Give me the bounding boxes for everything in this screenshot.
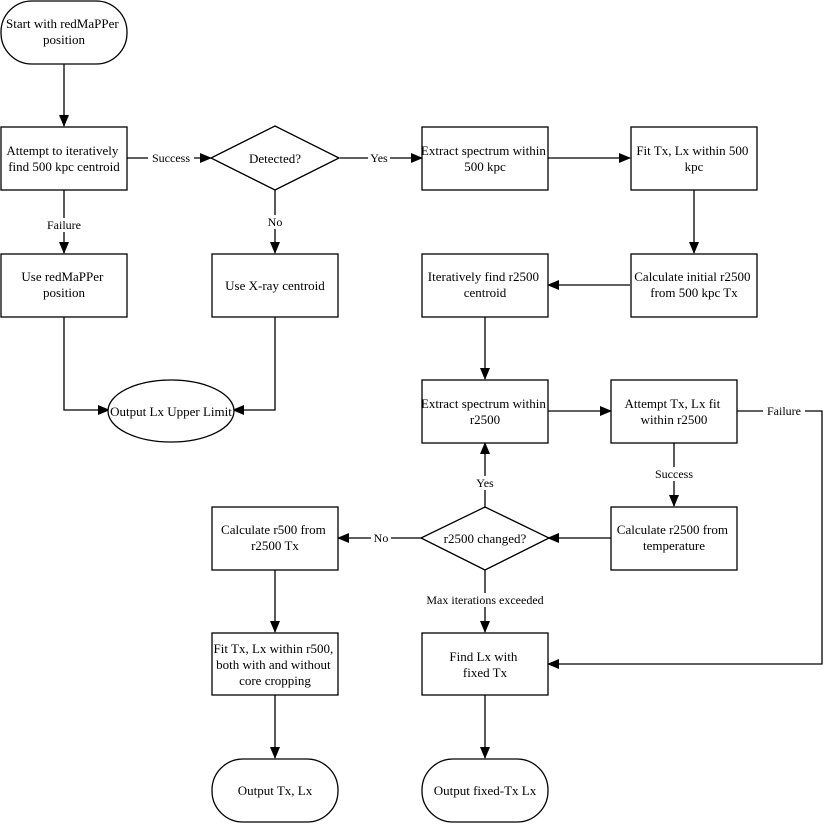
edge-label-no-changed: No <box>374 531 389 545</box>
extract-500-line-2: 500 kpc <box>464 159 506 174</box>
output-fixed-lx-terminal <box>421 758 549 823</box>
calc-r2500-temp-box <box>610 506 738 571</box>
attempt-fit-r2500-box <box>610 379 738 444</box>
edge-label-failure-attempt: Failure <box>47 218 81 232</box>
calc-r2500-temp-line-2: temperature <box>643 538 705 553</box>
extract-r2500-label: Extract spectrum within r2500 <box>421 396 549 427</box>
attempt-500-centroid-line-1: Attempt to iteratively <box>6 143 118 158</box>
find-lx-fixed-line-2: fixed Tx <box>463 665 508 680</box>
r2500-changed-decision <box>419 506 551 571</box>
extract-r2500-box <box>421 379 549 444</box>
calc-initial-r2500-box <box>630 253 758 318</box>
edge-label-yes-detected: Yes <box>370 151 388 165</box>
use-redmapper-line-1: Use redMaPPer <box>21 269 104 284</box>
use-redmapper-line-2: position <box>43 285 85 300</box>
extract-500-label: Extract spectrum within 500 kpc <box>421 143 549 174</box>
edge-label-success-detected: Success <box>152 151 190 165</box>
calc-initial-r2500-line-1: Calculate initial r2500 <box>634 269 750 284</box>
calc-r500-line-1: Calculate r500 from <box>221 522 326 537</box>
detected-label: Detected? <box>249 151 301 166</box>
extract-r2500-line-2: r2500 <box>470 412 500 427</box>
fit-r500-line-3: core cropping <box>239 673 311 688</box>
calc-r500-box <box>211 506 339 571</box>
output-upper-limit-label: Output Lx Upper Limit <box>110 404 232 419</box>
output-tx-lx-label: Output Tx, Lx <box>238 783 313 798</box>
edge-label-no-detected: No <box>268 215 283 229</box>
use-redmapper-label: Use redMaPPer position <box>21 269 106 300</box>
use-xray-box <box>211 253 339 318</box>
fit-500-label: Fit Tx, Lx within 500 kpc <box>636 143 751 174</box>
attempt-fit-r2500-line-2: within r2500 <box>641 412 708 427</box>
calc-r500-label: Calculate r500 from r2500 Tx <box>221 522 329 553</box>
nodes: Start with redMaPPer position Attempt to… <box>0 0 758 823</box>
fit-500-box <box>630 126 758 191</box>
edge-xray-to-upper-limit <box>232 317 276 415</box>
start-terminal <box>0 0 128 65</box>
edge-redmapper-to-upper-limit <box>63 317 110 415</box>
use-xray-label: Use X-ray centroid <box>225 278 325 293</box>
edge-label-yes-changed: Yes <box>476 476 494 490</box>
calc-r500-line-2: r2500 Tx <box>251 538 299 553</box>
attempt-500-centroid-box <box>0 126 128 191</box>
fit-r500-label: Fit Tx, Lx within r500, both with and wi… <box>214 641 337 688</box>
fit-r500-line-1: Fit Tx, Lx within r500, <box>214 641 334 656</box>
find-r2500-line-1: Iteratively find r2500 <box>428 269 539 284</box>
start-label: Start with redMaPPer position <box>6 16 122 47</box>
attempt-500-centroid-line-2: find 500 kpc centroid <box>8 159 120 174</box>
edge-labels: Success Yes Failure No Failure Success Y… <box>43 151 805 607</box>
find-r2500-label: Iteratively find r2500 centroid <box>428 269 542 300</box>
use-redmapper-box <box>0 253 128 318</box>
detected-decision <box>209 125 341 191</box>
find-r2500-line-2: centroid <box>464 285 507 300</box>
extract-500-line-1: Extract spectrum within <box>421 143 546 158</box>
edge-label-failure-fit: Failure <box>767 404 801 418</box>
attempt-fit-r2500-line-1: Attempt Tx, Lx fit <box>624 396 720 411</box>
fit-r500-box <box>211 632 339 696</box>
edge-label-success-fit: Success <box>655 467 693 481</box>
start-label-line-1: Start with redMaPPer <box>6 16 119 31</box>
fit-500-line-1: Fit Tx, Lx within 500 <box>636 143 748 158</box>
find-lx-fixed-line-1: Find Lx with <box>449 649 517 664</box>
find-lx-fixed-label: Find Lx with fixed Tx <box>449 649 520 680</box>
edge-label-max-iterations: Max iterations exceeded <box>426 593 543 607</box>
find-r2500-box <box>421 253 549 318</box>
calc-initial-r2500-line-2: from 500 kpc Tx <box>650 285 738 300</box>
output-fixed-lx-label: Output fixed-Tx Lx <box>434 783 537 798</box>
r2500-changed-label: r2500 changed? <box>444 531 527 546</box>
extract-500-box <box>421 126 549 191</box>
fit-r500-line-2: both with and without <box>216 657 331 672</box>
calc-r2500-temp-line-1: Calculate r2500 from <box>617 522 728 537</box>
attempt-500-centroid-label: Attempt to iteratively find 500 kpc cent… <box>6 143 121 174</box>
calc-initial-r2500-label: Calculate initial r2500 from 500 kpc Tx <box>634 269 754 300</box>
calc-r2500-temp-label: Calculate r2500 from temperature <box>617 522 731 553</box>
output-tx-lx-terminal <box>211 758 339 823</box>
fit-500-line-2: kpc <box>685 159 704 174</box>
find-lx-fixed-box <box>421 632 549 696</box>
attempt-fit-r2500-label: Attempt Tx, Lx fit within r2500 <box>624 396 723 427</box>
output-upper-limit-ellipse <box>107 379 235 443</box>
start-label-line-2: position <box>43 32 85 47</box>
extract-r2500-line-1: Extract spectrum within <box>421 396 546 411</box>
